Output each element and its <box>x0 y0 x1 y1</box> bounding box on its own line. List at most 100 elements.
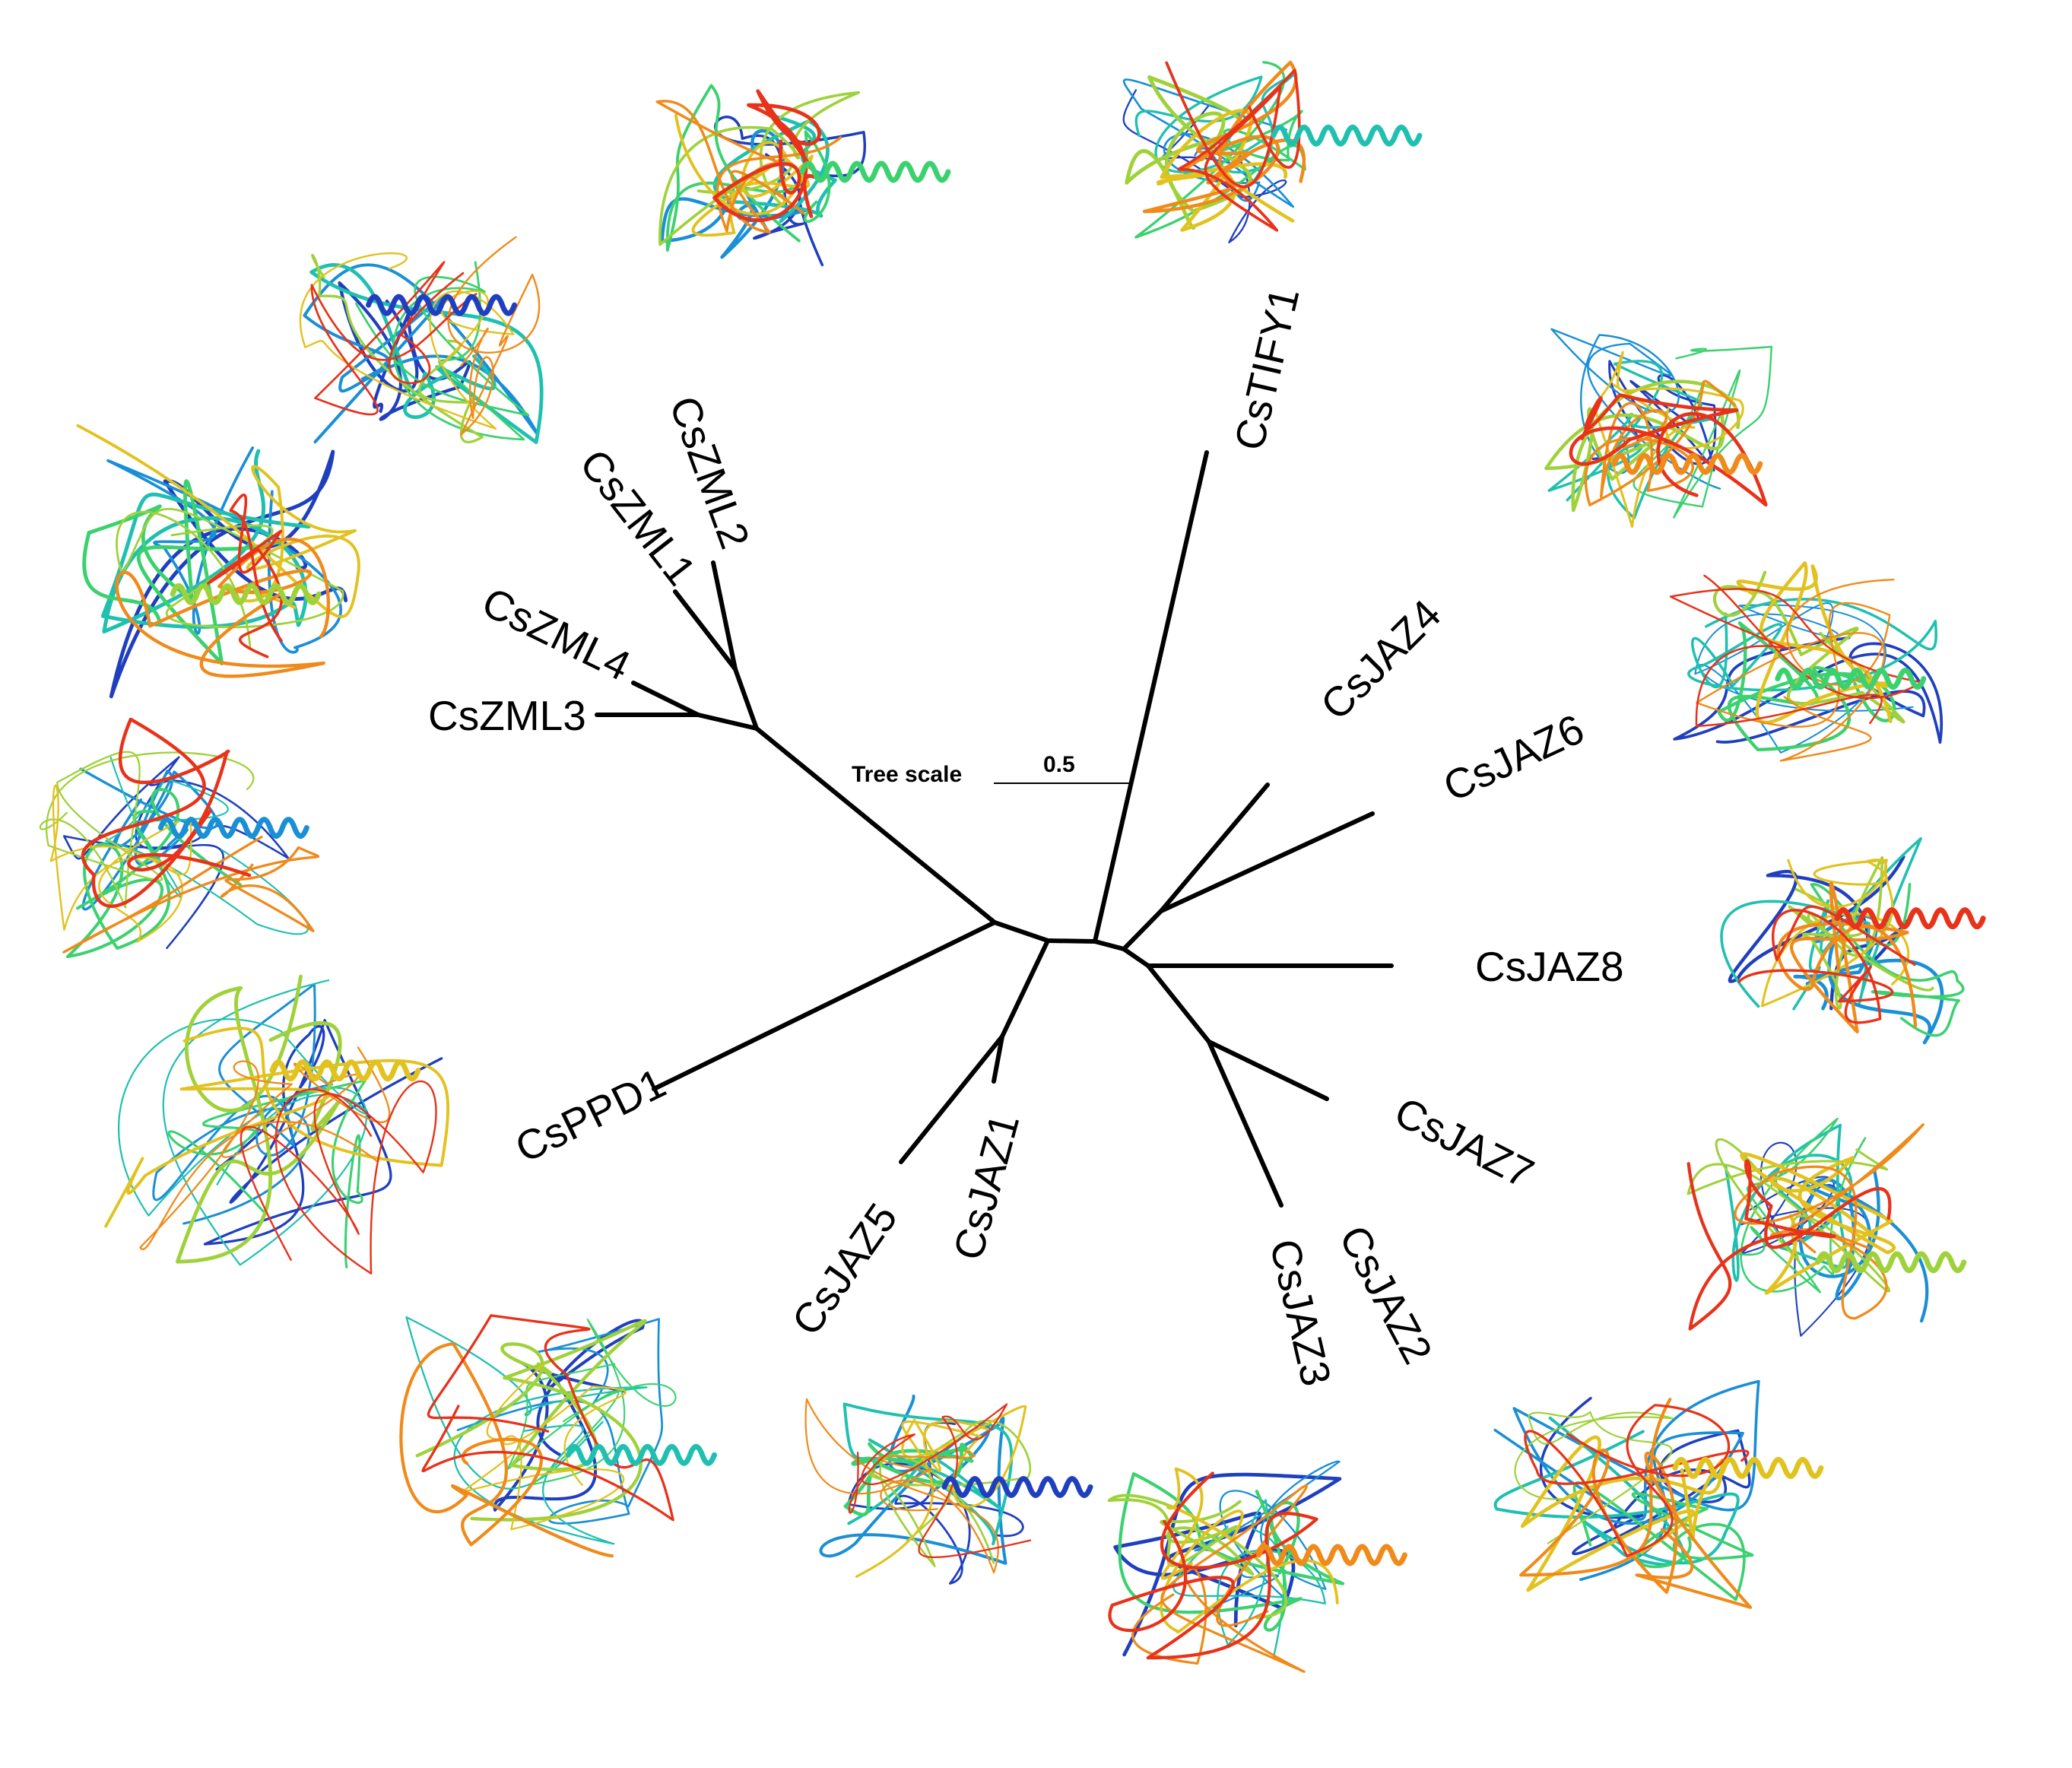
label-csjaz7: CsJAZ7 <box>1388 1087 1541 1197</box>
branch-jaz6 <box>1159 811 1375 913</box>
label-cszml3: CsZML3 <box>428 692 586 739</box>
protein-structures <box>39 60 1986 1673</box>
ribbon-segment <box>399 1342 614 1558</box>
ribbon-segment <box>1673 636 1943 744</box>
branch-zml-split <box>733 667 759 731</box>
ribbon-segment <box>1569 393 1768 507</box>
helix-segment <box>1834 907 1986 930</box>
ribbon-segment <box>49 784 192 943</box>
helix-segment <box>157 817 309 840</box>
ribbon-segment <box>1594 351 1744 528</box>
protein-structure-11 <box>399 1314 717 1558</box>
ribbon-segment <box>203 1018 443 1246</box>
helix-segment <box>1672 1456 1824 1479</box>
branch-jaz5 <box>899 1034 1004 1164</box>
label-csjaz4: CsJAZ4 <box>1312 590 1450 728</box>
helix-segment <box>799 160 951 183</box>
ribbon-segment <box>82 479 286 666</box>
leaf-labels: CsTIFY1 CsZML2 CsZML1 CsZML4 CsZML3 CsJA… <box>428 283 1624 1390</box>
ribbon-segment <box>1712 570 1905 724</box>
ribbon-segment <box>1172 1499 1326 1659</box>
tree-scale: Tree scale 0.5 <box>852 752 1133 787</box>
protein-structure-9 <box>104 974 450 1274</box>
ribbon-segment <box>206 494 283 659</box>
label-csppd1: CsPPD1 <box>508 1059 673 1172</box>
ribbon-segment <box>1633 345 1772 519</box>
protein-structure-13 <box>1107 1460 1407 1673</box>
ribbon-segment <box>65 788 243 958</box>
ribbon-segment <box>415 1319 647 1522</box>
branch-zml2 <box>711 560 738 671</box>
branch-tify1 <box>1093 450 1209 944</box>
ribbon-segment <box>1108 1471 1318 1660</box>
ribbon-segment <box>1118 1472 1345 1632</box>
ribbon-segment <box>310 261 478 416</box>
protein-structure-1 <box>655 84 951 267</box>
protein-structure-5 <box>76 424 360 699</box>
ribbon-segment <box>1740 1152 1896 1295</box>
protein-structure-10 <box>1686 1117 1967 1337</box>
ribbon-segment <box>1724 1123 1853 1282</box>
ribbon-segment <box>1591 360 1717 472</box>
ribbon-segment <box>655 100 842 234</box>
helix-segment <box>565 1443 717 1466</box>
ribbon-segment <box>104 1027 450 1228</box>
ribbon-segment <box>660 129 810 259</box>
ribbon-segment <box>152 982 333 1225</box>
label-csjaz5: CsJAZ5 <box>782 1195 906 1344</box>
protein-structure-7 <box>39 717 319 958</box>
ribbon-segment <box>848 1403 1032 1559</box>
helix-segment <box>269 1059 421 1082</box>
ribbon-segment <box>1165 61 1301 232</box>
branch-center <box>1046 938 1126 951</box>
ribbon-segment <box>1687 598 1937 692</box>
tree-scale-value: 0.5 <box>1043 752 1075 777</box>
branch-jaz237 <box>1146 963 1211 1044</box>
ribbon-segment <box>1686 1159 1892 1331</box>
branch-zml4 <box>631 681 700 717</box>
helix-segment <box>1815 1251 1967 1274</box>
ribbon-segment <box>1798 1169 1929 1323</box>
ribbon-segment <box>1160 1467 1339 1634</box>
ribbon-segment <box>665 84 831 252</box>
ribbon-segment <box>855 1405 1027 1578</box>
helix-segment <box>941 1475 1093 1498</box>
ribbon-segment <box>176 974 342 1264</box>
protein-structure-2 <box>1122 60 1423 243</box>
ribbon-segment <box>1737 905 1916 1024</box>
ribbon-segment <box>1731 1117 1867 1293</box>
ribbon-segment <box>405 1316 648 1545</box>
ribbon-segment <box>447 236 541 436</box>
branch-jaz4 <box>1159 782 1270 913</box>
ribbon-segment <box>1520 1435 1725 1592</box>
tree-scale-label: Tree scale <box>852 762 962 787</box>
branch-left-root <box>992 920 1050 943</box>
protein-structure-8 <box>1720 837 1986 1045</box>
ribbon-segment <box>1696 579 1895 762</box>
label-csjaz8: CsJAZ8 <box>1475 943 1624 990</box>
helix-segment <box>1611 452 1763 475</box>
label-cstify1: CsTIFY1 <box>1225 283 1308 454</box>
protein-structure-4 <box>1544 328 1772 528</box>
branch-jaz8 <box>1122 947 1394 968</box>
branch-jaz7 <box>1207 1040 1329 1101</box>
ribbon-segment <box>117 979 368 1266</box>
ribbon-segment <box>1519 1398 1753 1609</box>
branch-zml34 <box>696 713 759 731</box>
label-csjaz2: CsJAZ2 <box>1330 1218 1442 1372</box>
ribbon-segment <box>1125 75 1252 230</box>
ribbon-segment <box>1131 1484 1308 1673</box>
ribbon-segment <box>421 1314 674 1522</box>
ribbon-segment <box>100 449 311 634</box>
ribbon-segment <box>493 1319 645 1512</box>
branch-zml-clade <box>754 726 997 925</box>
ribbon-segment <box>81 717 252 908</box>
ribbon-segment <box>240 1080 437 1274</box>
branch-jaz23 <box>1207 1040 1283 1208</box>
ribbon-segment <box>1544 379 1740 513</box>
helix-segment <box>1255 1544 1407 1566</box>
protein-structure-14 <box>1493 1379 1824 1609</box>
branch-zml1 <box>673 589 738 671</box>
ribbon-segment <box>62 836 319 954</box>
